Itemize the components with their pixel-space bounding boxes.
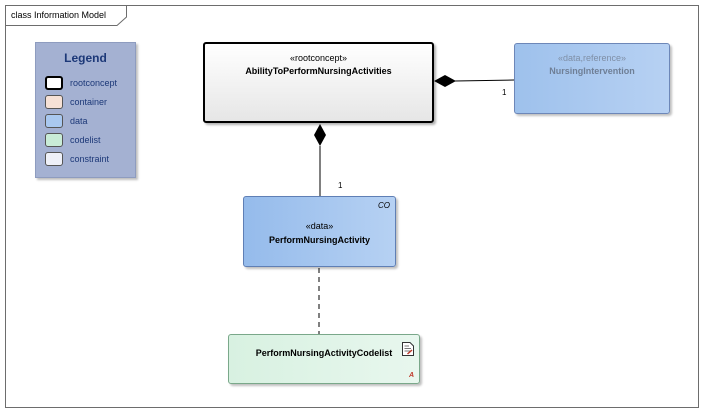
class-name: PerformNursingActivity (268, 235, 371, 245)
multiplicity-label: 1 (502, 88, 507, 97)
association-root-reference (454, 79, 515, 82)
class-stereotype: «data,reference» (557, 53, 627, 63)
legend-label: data (70, 116, 88, 126)
class-root-concept[interactable]: «rootconcept» AbilityToPerformNursingAct… (203, 42, 434, 123)
composition-diamond-reference (434, 75, 456, 87)
legend-label: rootconcept (70, 78, 118, 88)
class-reference[interactable]: «data,reference» NursingIntervention (514, 43, 670, 114)
class-stereotype: «data» (305, 221, 334, 231)
composition-diamond-data (314, 124, 326, 146)
frame-tab-outline (5, 5, 127, 26)
class-codelist[interactable]: PerformNursingActivityCodelist A (228, 334, 420, 384)
legend-title: Legend (64, 51, 107, 65)
legend-label: container (70, 97, 108, 107)
legend-swatch (45, 114, 63, 128)
legend-label: codelist (70, 135, 101, 145)
class-tag: CO (378, 201, 390, 210)
class-name: AbilityToPerformNursingActivities (245, 66, 392, 76)
class-name: NursingIntervention (549, 66, 635, 76)
legend-swatch (45, 76, 63, 90)
multiplicity-label: 1 (338, 181, 343, 190)
legend-swatch (45, 133, 63, 147)
class-stereotype: «rootconcept» (289, 53, 348, 63)
legend-swatch (45, 95, 63, 109)
legend-label: constraint (70, 154, 110, 164)
diagram-title: class Information Model (11, 10, 107, 20)
document-icon (402, 342, 414, 356)
class-name: PerformNursingActivityCodelist (255, 348, 393, 358)
class-tag: A (408, 372, 414, 379)
legend-swatch (45, 152, 63, 166)
class-data[interactable]: CO «data» PerformNursingActivity (243, 196, 396, 267)
legend[interactable]: Legend rootconcept container data codeli… (35, 42, 136, 178)
